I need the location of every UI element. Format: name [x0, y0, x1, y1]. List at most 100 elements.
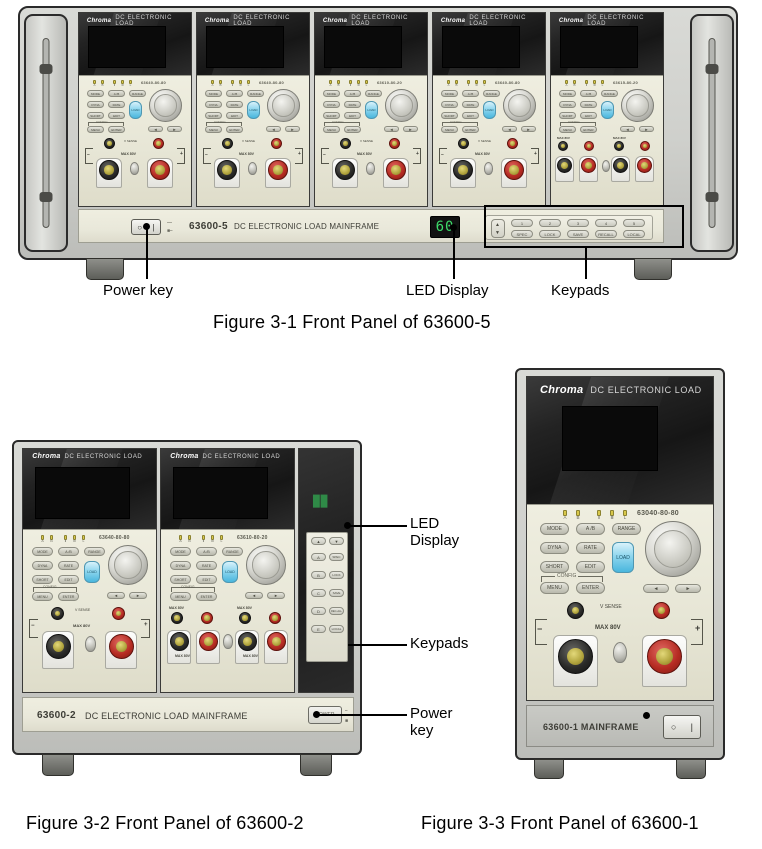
vsense-jack-positive-2b-b[interactable]: [269, 612, 281, 624]
main-terminal-negative-3[interactable]: [335, 160, 355, 180]
vsense-jack-positive-3-1[interactable]: [653, 602, 670, 619]
vsense-jack-negative-4[interactable]: [458, 138, 469, 149]
menu-button-3-1[interactable]: MENU: [540, 582, 569, 594]
arrow-down-icon[interactable]: ▼: [495, 230, 500, 236]
right-arrow-button-2[interactable]: ►: [285, 126, 300, 132]
power-key-63600-1[interactable]: ○ |: [663, 715, 701, 739]
short-button-2a[interactable]: SHORT: [32, 575, 53, 584]
left-arrow-button-3[interactable]: ◄: [384, 126, 399, 132]
dyna-button-5[interactable]: DYNA: [559, 101, 576, 108]
rate-button-3-1[interactable]: RATE: [576, 542, 605, 554]
enter-button-2b[interactable]: ENTER: [196, 592, 217, 601]
left-arrow-button-2b[interactable]: ◄: [245, 592, 263, 599]
dyna-button-1[interactable]: DYNA: [87, 101, 104, 108]
right-arrow-button-4[interactable]: ►: [521, 126, 536, 132]
left-arrow-button-2a[interactable]: ◄: [107, 592, 125, 599]
edit-button-1[interactable]: EDIT: [108, 112, 125, 119]
keypad-button-a-2[interactable]: A: [311, 553, 326, 561]
vsense-jack-positive-1[interactable]: [153, 138, 164, 149]
enter-button-1[interactable]: ENTER: [108, 126, 125, 133]
short-button-3[interactable]: SHORT: [323, 112, 340, 119]
load-button-2[interactable]: LOAD: [247, 101, 260, 119]
right-arrow-button-2b[interactable]: ►: [267, 592, 285, 599]
range-button-2b[interactable]: RANGE: [222, 547, 243, 556]
vsense-jack-positive-5b[interactable]: [640, 141, 650, 151]
main-terminal-positive-4[interactable]: [504, 160, 524, 180]
short-button-5[interactable]: SHORT: [559, 112, 576, 119]
keypad-down-button-2[interactable]: ▼: [329, 537, 344, 545]
mode-button-3-1[interactable]: MODE: [540, 523, 569, 535]
main-terminal-positive-5a[interactable]: [581, 158, 596, 173]
mode-button-2[interactable]: MODE: [205, 90, 222, 97]
rotary-knob-1[interactable]: [149, 89, 182, 122]
edit-button-2b[interactable]: EDIT: [196, 575, 217, 584]
keypad-button-save-2[interactable]: SAVE: [329, 589, 344, 597]
load-button-2b[interactable]: LOAD: [222, 561, 238, 583]
main-terminal-positive-2b-b[interactable]: [267, 632, 286, 651]
vsense-jack-negative-5a[interactable]: [558, 141, 568, 151]
vsense-jack-negative-5b[interactable]: [614, 141, 624, 151]
menu-button-4[interactable]: MENU: [441, 126, 458, 133]
vsense-jack-positive-2[interactable]: [271, 138, 282, 149]
keypad-button-e-2[interactable]: E: [311, 625, 326, 633]
rack-handle-left[interactable]: [24, 14, 68, 252]
rotary-knob-2b[interactable]: [246, 545, 286, 585]
vsense-jack-negative-1[interactable]: [104, 138, 115, 149]
menu-button-2b[interactable]: MENU: [170, 592, 191, 601]
dyna-button-3-1[interactable]: DYNA: [540, 542, 569, 554]
enter-button-5[interactable]: ENTER: [580, 126, 597, 133]
vsense-jack-negative-2b-a[interactable]: [171, 612, 183, 624]
main-terminal-positive-3-1[interactable]: [647, 639, 682, 674]
rate-button-4[interactable]: RATE: [462, 101, 479, 108]
dyna-button-4[interactable]: DYNA: [441, 101, 458, 108]
menu-button-5[interactable]: MENU: [559, 126, 576, 133]
vsense-jack-negative-2[interactable]: [222, 138, 233, 149]
vsense-jack-positive-4[interactable]: [507, 138, 518, 149]
keypad-button-save[interactable]: SAVE: [567, 230, 589, 238]
keypad-button-lock[interactable]: LOCK: [539, 230, 561, 238]
range-button-1[interactable]: RANGE: [129, 90, 146, 97]
menu-button-3[interactable]: MENU: [323, 126, 340, 133]
vsense-jack-negative-3-1[interactable]: [567, 602, 584, 619]
mode-button-3[interactable]: MODE: [323, 90, 340, 97]
range-button-3-1[interactable]: RANGE: [612, 523, 641, 535]
left-arrow-button-3-1[interactable]: ◄: [643, 584, 669, 593]
left-arrow-button-2[interactable]: ◄: [266, 126, 281, 132]
right-arrow-button-5[interactable]: ►: [639, 126, 654, 132]
load-button-2a[interactable]: LOAD: [84, 561, 100, 583]
rotary-knob-5[interactable]: [621, 89, 654, 122]
rate-button-2[interactable]: RATE: [226, 101, 243, 108]
main-terminal-positive-2[interactable]: [268, 160, 288, 180]
main-terminal-negative-2a[interactable]: [46, 634, 71, 659]
vsense-jack-negative-3[interactable]: [340, 138, 351, 149]
keypad-button-c-2[interactable]: C: [311, 589, 326, 597]
keypad-button-b-2[interactable]: B: [311, 571, 326, 579]
keypad-button-lock-2[interactable]: LOCK: [329, 571, 344, 579]
dyna-button-2[interactable]: DYNA: [205, 101, 222, 108]
keypad-button-1[interactable]: 1: [511, 219, 533, 227]
main-terminal-negative-2b-a[interactable]: [170, 632, 189, 651]
channel-select-arrowpad[interactable]: ▲ ▼: [491, 219, 505, 238]
range-button-4[interactable]: RANGE: [483, 90, 500, 97]
keypad-button-d-2[interactable]: D: [311, 607, 326, 615]
load-button-1[interactable]: LOAD: [129, 101, 142, 119]
vsense-jack-negative-2b-b[interactable]: [239, 612, 251, 624]
enter-button-2a[interactable]: ENTER: [58, 592, 79, 601]
main-terminal-positive-2a[interactable]: [109, 634, 134, 659]
ab-button-2[interactable]: A /B: [226, 90, 243, 97]
menu-button-1[interactable]: MENU: [87, 126, 104, 133]
rotary-knob-2[interactable]: [267, 89, 300, 122]
keypad-button-recall[interactable]: RECALL: [595, 230, 617, 238]
short-button-2b[interactable]: SHORT: [170, 575, 191, 584]
main-terminal-negative-3-1[interactable]: [558, 639, 593, 674]
ab-button-5[interactable]: A /B: [580, 90, 597, 97]
main-terminal-negative-5b[interactable]: [613, 158, 628, 173]
rotary-knob-4[interactable]: [503, 89, 536, 122]
left-arrow-button-1[interactable]: ◄: [148, 126, 163, 132]
enter-button-2[interactable]: ENTER: [226, 126, 243, 133]
main-terminal-negative-2b-b[interactable]: [238, 632, 257, 651]
edit-button-3-1[interactable]: EDIT: [576, 561, 605, 573]
rate-button-3[interactable]: RATE: [344, 101, 361, 108]
keypad-button-5[interactable]: 5: [623, 219, 645, 227]
mode-button-2a[interactable]: MODE: [32, 547, 53, 556]
